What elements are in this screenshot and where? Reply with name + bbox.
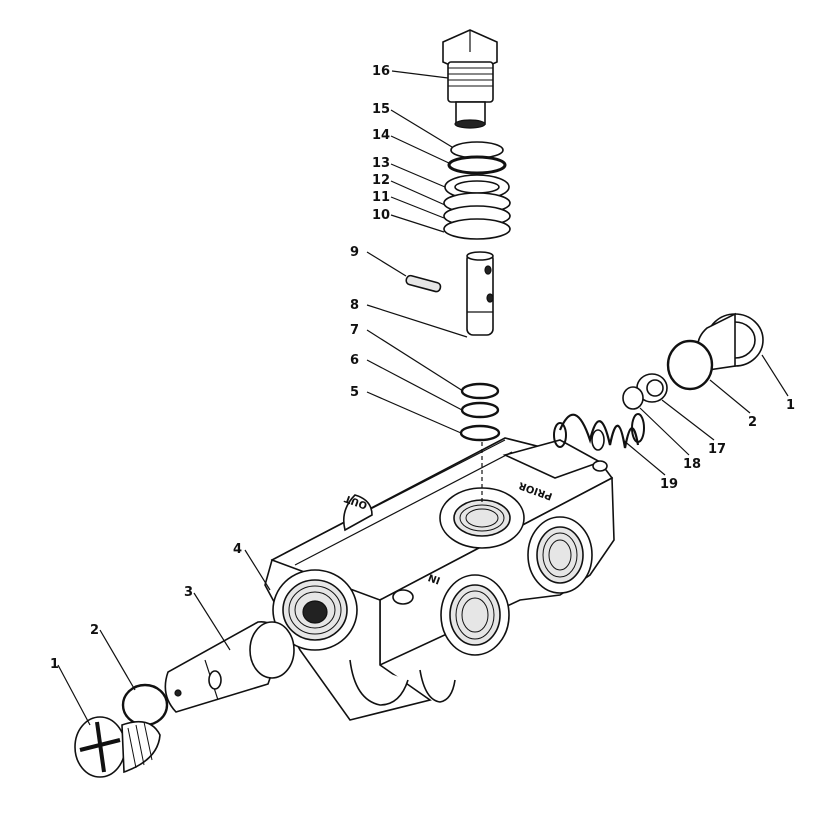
label-11: 11 xyxy=(372,190,390,205)
plug-1-left xyxy=(74,716,161,778)
label-2-right: 2 xyxy=(748,415,757,430)
label-18: 18 xyxy=(683,457,701,472)
seat-17 xyxy=(636,373,668,403)
o-ring-6 xyxy=(460,401,500,419)
label-3: 3 xyxy=(184,585,193,600)
relief-plug-16 xyxy=(442,29,498,129)
label-9: 9 xyxy=(350,245,359,260)
label-14: 14 xyxy=(372,128,390,143)
callout-labels: 16 15 14 13 12 11 10 9 8 7 6 5 4 3 2 1 1… xyxy=(50,64,795,672)
label-1-left: 1 xyxy=(50,657,59,672)
leader-lines xyxy=(57,70,789,726)
label-17: 17 xyxy=(708,442,726,457)
o-ring-2-left xyxy=(121,683,169,727)
piston-8 xyxy=(466,251,494,336)
seat-10 xyxy=(443,218,511,240)
o-ring-7 xyxy=(460,382,500,400)
valve-body xyxy=(264,429,615,721)
plug-1-right xyxy=(696,312,764,371)
roll-pin-9 xyxy=(405,274,442,293)
spool-3 xyxy=(164,620,295,713)
o-ring-5 xyxy=(459,424,501,442)
label-13: 13 xyxy=(372,156,390,171)
label-15: 15 xyxy=(372,102,390,117)
spring-19 xyxy=(553,413,645,449)
label-2-left: 2 xyxy=(90,623,99,638)
label-12: 12 xyxy=(372,173,390,188)
label-7: 7 xyxy=(350,323,359,338)
label-4: 4 xyxy=(233,542,242,557)
backup-ring-14 xyxy=(447,155,507,175)
label-19: 19 xyxy=(660,477,678,492)
o-ring-2-right xyxy=(666,339,714,391)
label-6: 6 xyxy=(350,353,359,368)
port-stamp-in: IN xyxy=(427,571,442,585)
spacer-18 xyxy=(622,386,644,410)
label-10: 10 xyxy=(372,208,390,223)
label-5: 5 xyxy=(350,385,359,400)
label-8: 8 xyxy=(350,298,359,313)
label-16: 16 xyxy=(372,64,390,79)
label-1-right: 1 xyxy=(786,398,795,413)
